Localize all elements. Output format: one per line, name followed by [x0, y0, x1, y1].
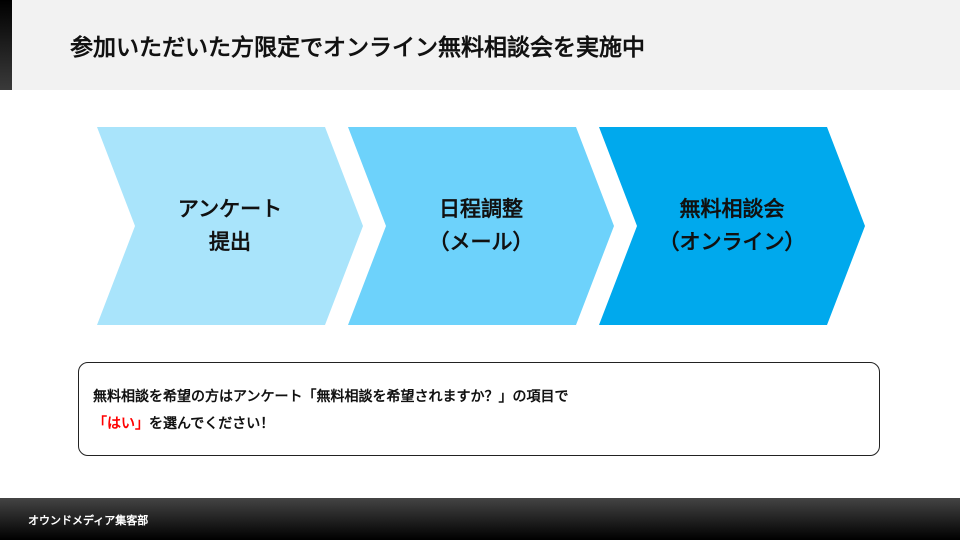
chevron-shape [599, 127, 865, 325]
step-subtitle: （メール） [428, 230, 534, 254]
footer-bar: オウンドメディア集客部 [0, 498, 960, 540]
header-bar: 参加いただいた方限定でオンライン無料相談会を実施中 [0, 0, 960, 90]
note-highlight: 「はい」 [93, 416, 149, 432]
note-text: 無料相談を希望の方はアンケート「無料相談を希望されますか？」の項目で [93, 389, 569, 405]
step-consultation: 無料相談会 （オンライン） [599, 127, 865, 325]
header-accent-bar [0, 0, 12, 90]
step-label: 無料相談会 （オンライン） [599, 193, 865, 259]
footer-brand: オウンドメディア集客部 [28, 514, 149, 527]
step-label: 日程調整 （メール） [348, 193, 614, 259]
step-title: 日程調整 [439, 197, 523, 221]
note-instruction: 「はい」を選んでください！ [93, 413, 274, 433]
step-label: アンケート 提出 [97, 193, 363, 259]
step-title: 無料相談会 [679, 197, 785, 221]
note-box: 無料相談を希望の方はアンケート「無料相談を希望されますか？」の項目で 「はい」を… [78, 362, 880, 456]
chevron-shape [97, 127, 363, 325]
note-instruction-text: を選んでください！ [149, 416, 275, 432]
step-title: アンケート [177, 197, 283, 221]
step-subtitle: （オンライン） [658, 230, 806, 254]
step-subtitle: 提出 [209, 230, 251, 254]
step-scheduling: 日程調整 （メール） [348, 127, 614, 325]
step-survey: アンケート 提出 [97, 127, 363, 325]
chevron-shape [348, 127, 614, 325]
page-title: 参加いただいた方限定でオンライン無料相談会を実施中 [70, 35, 645, 61]
